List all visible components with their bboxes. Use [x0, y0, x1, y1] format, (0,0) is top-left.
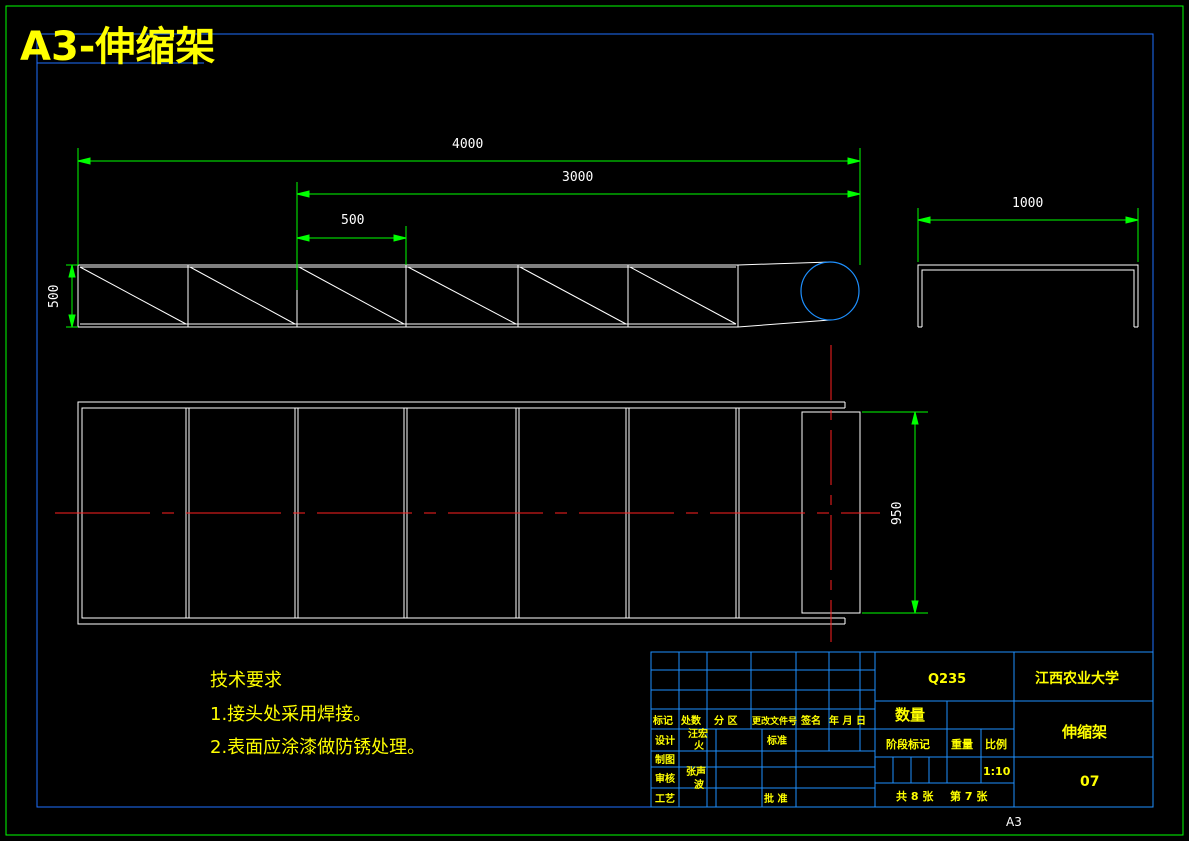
end-roller — [800, 261, 860, 321]
tb-rev-count: 处数 — [680, 714, 702, 727]
title-block-grid — [650, 651, 1154, 808]
tb-rev-date: 年 月 日 — [829, 714, 866, 727]
notes-item-1: 1.接头处采用焊接。 — [210, 704, 371, 725]
tb-draw-label: 制图 — [655, 753, 675, 766]
outer-border — [5, 5, 1184, 836]
tb-review-label: 审核 — [655, 772, 675, 785]
tb-stage-label: 阶段标记 — [886, 737, 930, 751]
tb-part-name: 伸缩架 — [1061, 723, 1107, 741]
tb-approve-label: 批 准 — [764, 792, 787, 805]
tb-rev-sign: 签名 — [800, 714, 821, 727]
drawing-title: A3-伸缩架 — [20, 24, 215, 70]
dim-1000-label: 1000 — [1012, 196, 1043, 211]
dim-3000 — [296, 182, 861, 290]
tb-scale-label: 比例 — [985, 737, 1007, 751]
dim-1000 — [917, 208, 1139, 262]
tb-rev-doc: 更改文件号 — [752, 715, 797, 727]
tb-rev-mark: 标记 — [652, 714, 673, 727]
notes-item-2: 2.表面应涂漆做防锈处理。 — [210, 737, 425, 758]
tb-design-name-2: 火 — [694, 740, 705, 752]
tb-sheet-index: 第 7 张 — [950, 789, 988, 803]
tb-weight-label: 重量 — [951, 737, 973, 751]
tb-material: Q235 — [928, 672, 966, 687]
dim-950-label: 950 — [890, 502, 905, 525]
side-view-frame — [917, 264, 1139, 328]
tb-quantity-label: 数量 — [895, 706, 925, 724]
dim-4000 — [77, 148, 861, 265]
dim-4000-label: 4000 — [452, 137, 483, 152]
dim-500-bay — [296, 226, 407, 265]
tb-sheet-total: 共 8 张 — [896, 789, 934, 803]
dim-3000-label: 3000 — [562, 170, 593, 185]
notes-heading: 技术要求 — [210, 670, 282, 691]
tb-design-label: 设计 — [655, 734, 675, 747]
tb-rev-zone: 分 区 — [714, 714, 737, 727]
dim-950 — [862, 411, 928, 614]
tb-review-name-1: 张声 — [686, 765, 706, 778]
tb-drawing-no: 07 — [1080, 774, 1099, 790]
tb-process-label: 工艺 — [655, 792, 675, 805]
tb-standard-label: 标准 — [766, 734, 787, 747]
tb-school: 江西农业大学 — [1035, 670, 1119, 687]
sheet-size-label: A3 — [1006, 815, 1022, 829]
dim-500-height-label: 500 — [47, 285, 62, 308]
inner-border — [36, 33, 1154, 808]
dim-500-bay-label: 500 — [341, 213, 364, 228]
tb-review-name-2: 波 — [694, 778, 705, 791]
tb-design-name-1: 汪宏 — [688, 727, 708, 740]
dim-500-height — [66, 264, 78, 328]
truss-elevation — [77, 261, 831, 328]
tb-scale-value: 1:10 — [983, 765, 1011, 778]
